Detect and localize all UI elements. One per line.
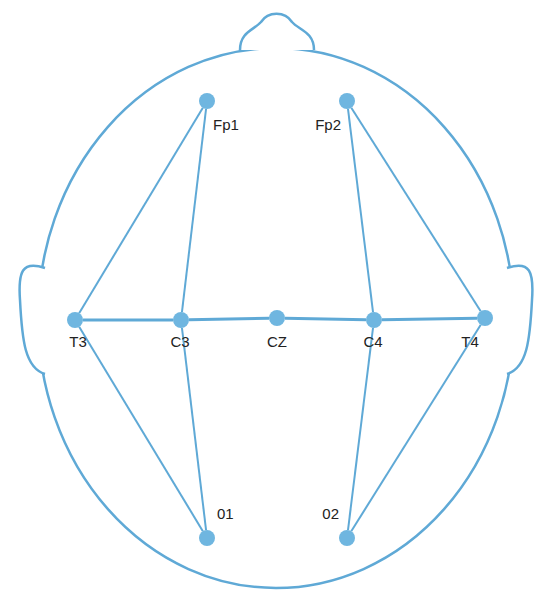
electrode-label: 02 (322, 505, 339, 523)
electrode-link (189, 318, 269, 320)
electrode-link (382, 318, 477, 320)
nose-shape (240, 14, 314, 50)
electrode-link (351, 325, 480, 531)
electrode-label: C4 (363, 333, 382, 351)
electrode-link (182, 109, 206, 312)
electrode-link (83, 319, 173, 322)
electrode-dot: C4 (366, 312, 382, 328)
left-ear (20, 266, 45, 374)
electrode-label: C3 (170, 333, 189, 351)
electrode-dot: CZ (269, 310, 285, 326)
head-shape (38, 48, 514, 588)
electrode-label: T4 (461, 333, 479, 351)
electrode-link (285, 318, 366, 320)
electrode-dot: T3 (67, 312, 83, 328)
electrode-label: Fp1 (213, 116, 239, 134)
electrode-link (351, 108, 480, 311)
right-ear (507, 266, 532, 374)
electrode-link (348, 328, 373, 530)
electrode-link (79, 108, 203, 313)
electrode-label: Fp2 (315, 116, 341, 134)
electrode-link (348, 109, 373, 312)
electrode-dot: T4 (477, 310, 493, 326)
electrode-dot: 02 (339, 530, 355, 546)
electrode-link (182, 328, 206, 530)
electrode-dot: Fp2 (339, 93, 355, 109)
electrode-label: CZ (267, 333, 287, 351)
electrode-dot: C3 (173, 312, 189, 328)
electrode-dot: 01 (199, 530, 215, 546)
electrode-label: T3 (69, 333, 87, 351)
electrode-label: 01 (217, 505, 234, 523)
electrode-dot: Fp1 (199, 93, 215, 109)
electrode-link (79, 327, 203, 531)
